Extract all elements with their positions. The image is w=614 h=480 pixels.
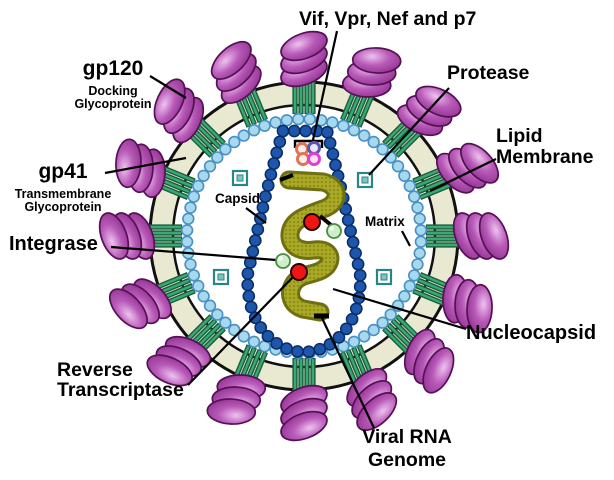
label-rt-line1: Reverse <box>57 359 133 381</box>
label-accessory-proteins: Vif, Vpr, Nef and p7 <box>299 8 477 30</box>
label-rt-line2: Transcriptase <box>57 378 184 401</box>
enzyme-dots <box>275 213 342 281</box>
spike <box>339 344 398 432</box>
pointer-lines <box>104 30 497 429</box>
spike <box>280 358 328 442</box>
spike <box>153 78 226 158</box>
label-gp120: gp120 <box>82 57 144 80</box>
lipid-membrane-ring <box>148 80 460 392</box>
label-gp41: gp41 <box>38 160 88 183</box>
label-gp41-block: gp41 Transmembrane Glycoprotein <box>0 160 138 214</box>
label-matrix: Matrix <box>365 214 405 229</box>
label-gp41-sub2: Glycoprotein <box>24 199 102 214</box>
spike <box>382 314 455 394</box>
label-gp120-sub1: Docking <box>88 83 138 98</box>
spike <box>115 138 196 201</box>
spike <box>339 47 402 128</box>
label-viral-rna-genome: Viral RNA Genome <box>332 426 482 473</box>
spike <box>412 142 500 201</box>
spike <box>210 40 269 128</box>
label-gp120-sub2: Glycoprotein <box>74 96 152 111</box>
spike <box>98 212 182 260</box>
label-rna-line1: Viral RNA <box>362 426 452 448</box>
label-protease: Protease <box>447 62 530 84</box>
rna-end-marks <box>279 173 333 319</box>
spike <box>146 314 226 387</box>
spike <box>426 212 510 260</box>
label-nucleocapsid: Nucleocapsid <box>466 322 597 344</box>
label-gp41-sub1: Transmembrane <box>14 186 112 201</box>
spike <box>108 271 196 330</box>
label-lipid-membrane: Lipid Membrane <box>496 125 594 169</box>
accessory-protein-cluster <box>293 139 324 166</box>
glycoprotein-spikes <box>98 30 510 442</box>
label-lipid-line1: Lipid <box>496 125 543 147</box>
label-reverse-transcriptase: Reverse Transcriptase <box>57 359 184 401</box>
label-gp120-block: gp120 Docking Glycoprotein <box>38 57 188 111</box>
protease-squares <box>212 169 393 286</box>
label-capsid: Capsid <box>215 191 261 206</box>
spike <box>280 30 328 114</box>
label-rna-line2: Genome <box>367 449 447 472</box>
label-lipid-line2: Membrane <box>496 146 594 169</box>
capsid-shell <box>241 124 367 359</box>
viral-rna-coil <box>279 170 346 322</box>
spike <box>206 344 269 425</box>
label-integrase: Integrase <box>9 233 98 255</box>
spike <box>412 271 493 334</box>
